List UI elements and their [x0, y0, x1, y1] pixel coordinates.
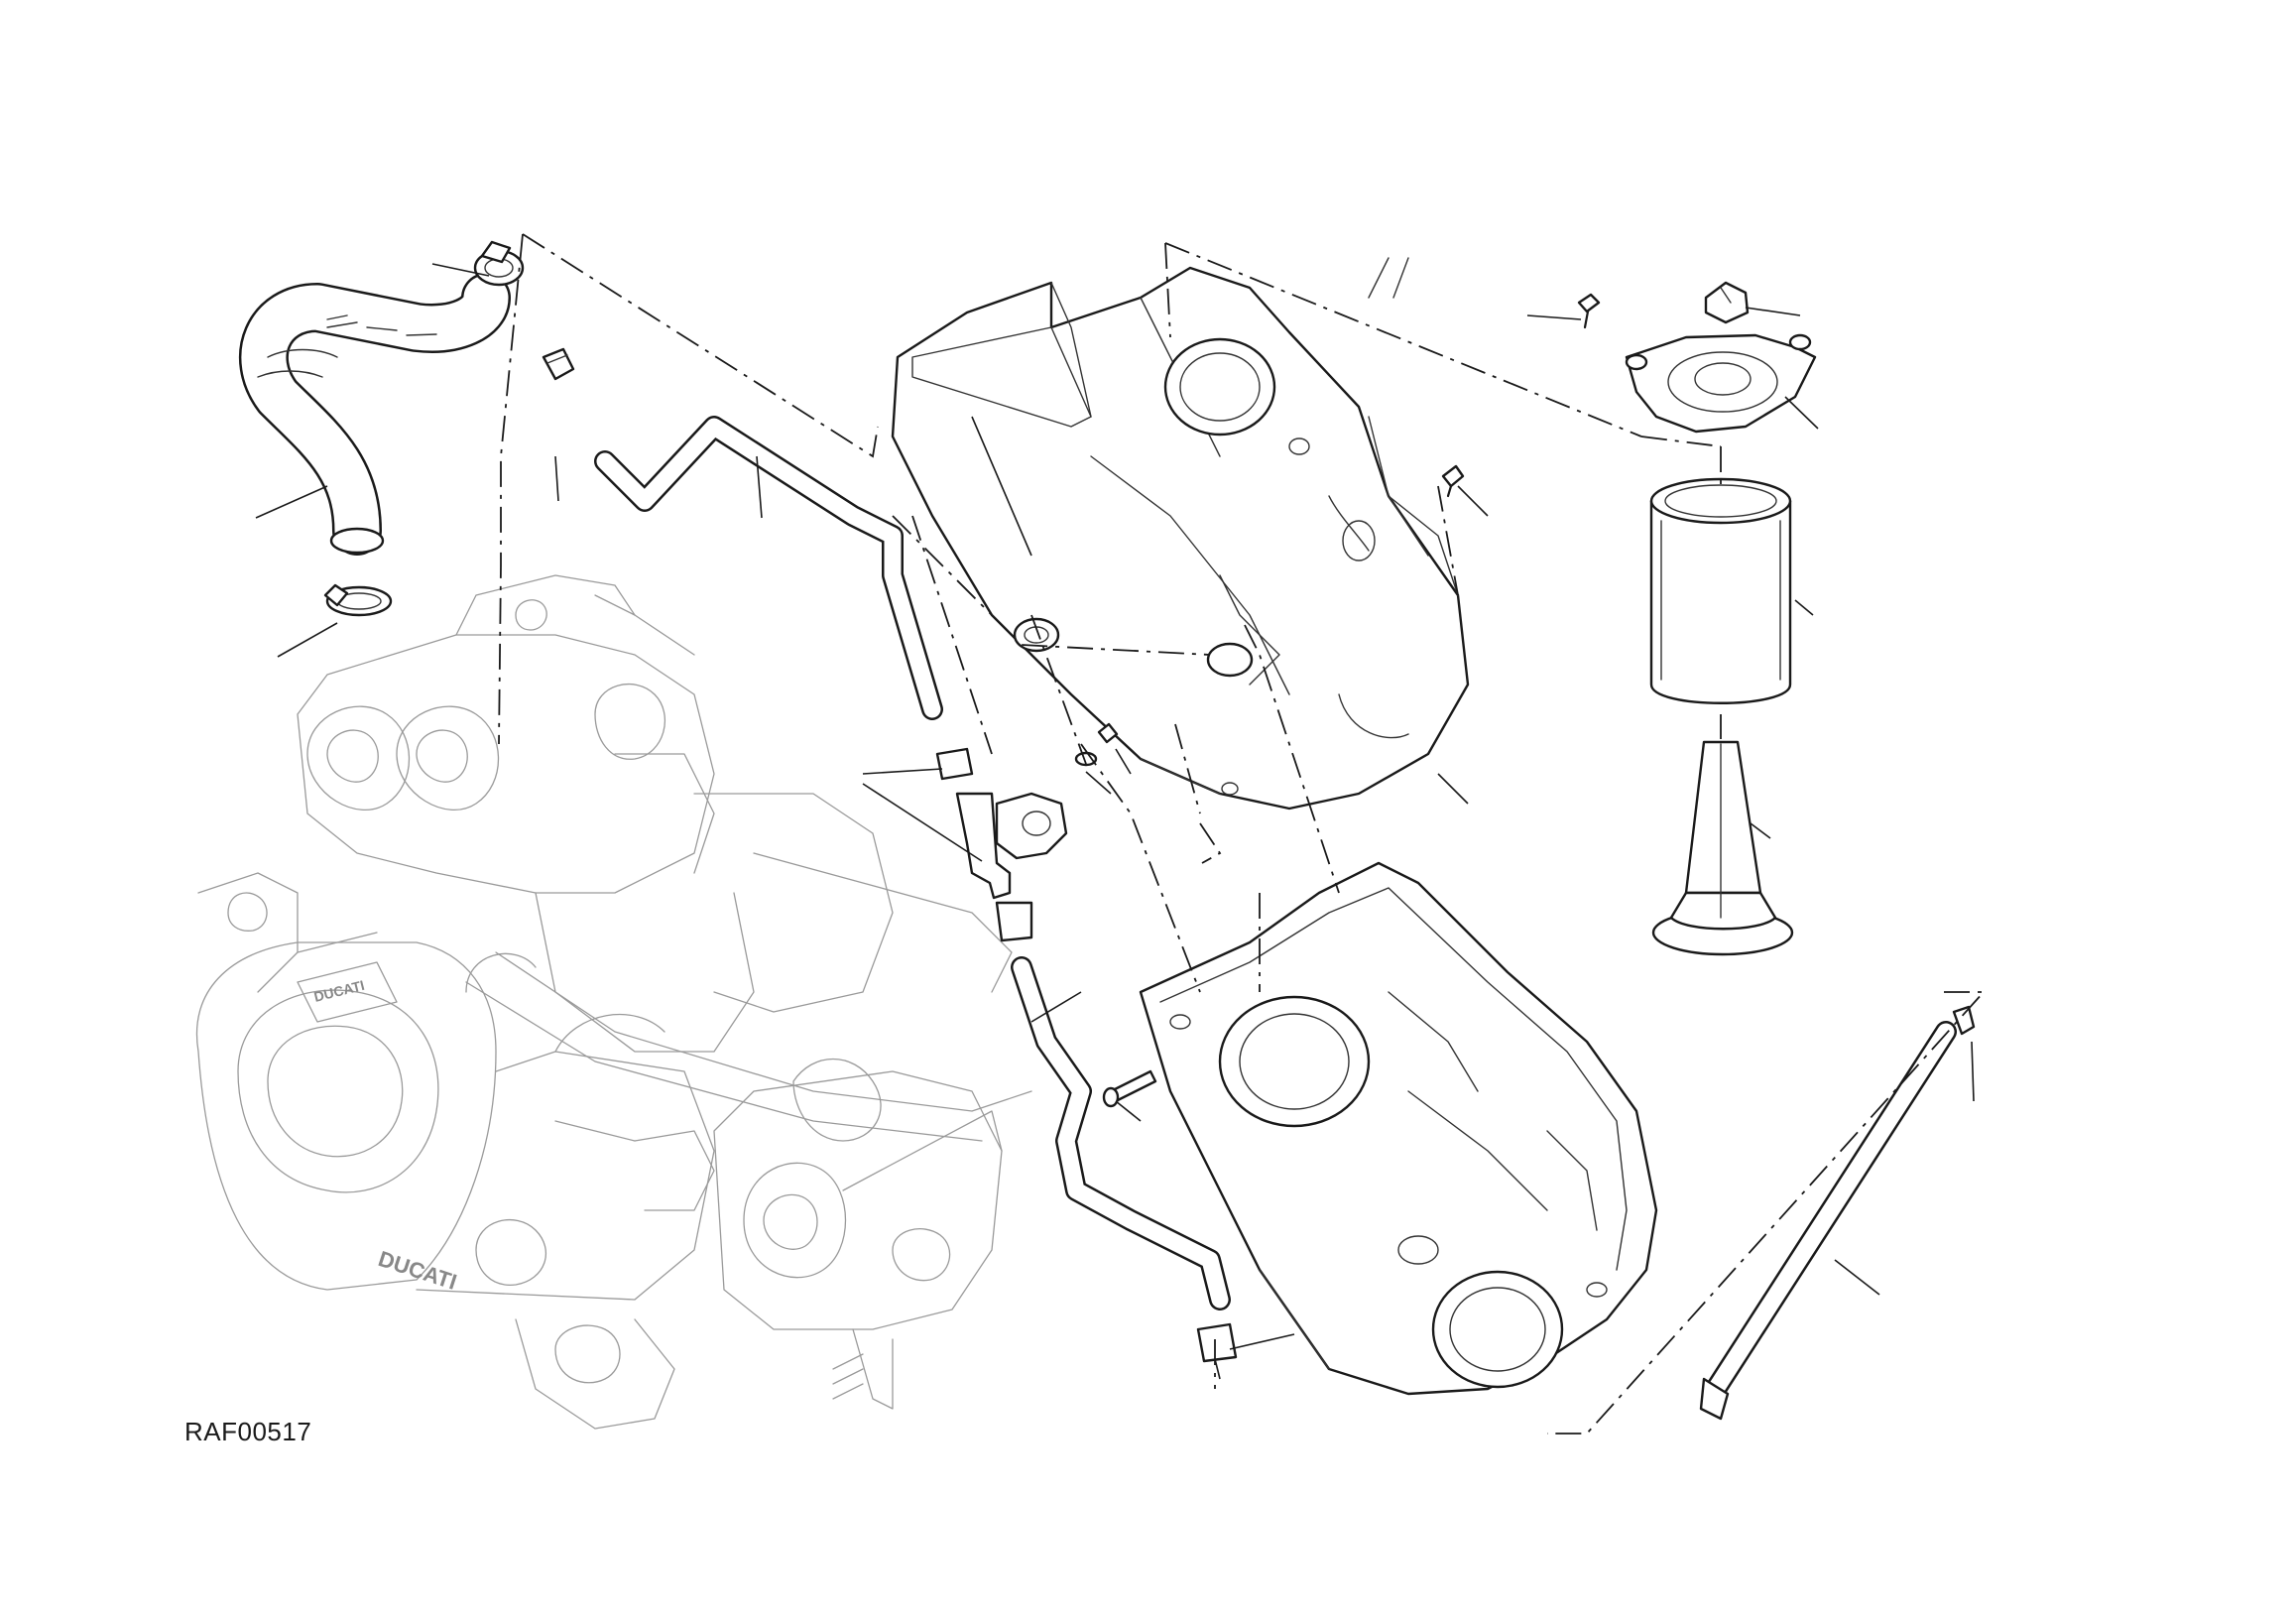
airbox-cover: [891, 257, 1470, 811]
leader-lines: [255, 263, 1975, 1380]
hose-clamp-lower: [323, 583, 393, 617]
brand-badge-upper: DUCATI: [312, 977, 366, 1005]
hose-clamp-top: [473, 240, 525, 287]
breather-hose-upper: [238, 273, 511, 556]
drain-rod: [1699, 1021, 1957, 1421]
hose-clamp-small: [542, 347, 575, 381]
drain-rod-clip: [1952, 1005, 1976, 1036]
breather-tube-long: [594, 416, 943, 720]
filter-top-plate: [1625, 333, 1817, 434]
mount-bolt-small: [1074, 722, 1119, 767]
alignment-lines: [498, 233, 1987, 1435]
brand-badge-lower: DUCATI: [375, 1246, 459, 1295]
air-filter-element: [1649, 477, 1792, 704]
reference-code: RAF00517: [184, 1417, 312, 1446]
cover-screw: [1441, 464, 1465, 498]
engine-assembly: DUCATI DUCATI: [195, 574, 1032, 1430]
tube-fitting-lower: [1196, 1322, 1238, 1363]
airbox-lower-housing: [1139, 861, 1658, 1396]
tube-fitting-upper: [935, 747, 974, 781]
housing-bolt: [1102, 1069, 1157, 1108]
filter-screw-top: [1577, 293, 1601, 329]
breather-tube-lower: [1011, 956, 1231, 1311]
breather-valve: [955, 792, 1068, 942]
filter-cone-support: [1651, 740, 1794, 956]
filter-cap-nut: [1704, 281, 1750, 324]
